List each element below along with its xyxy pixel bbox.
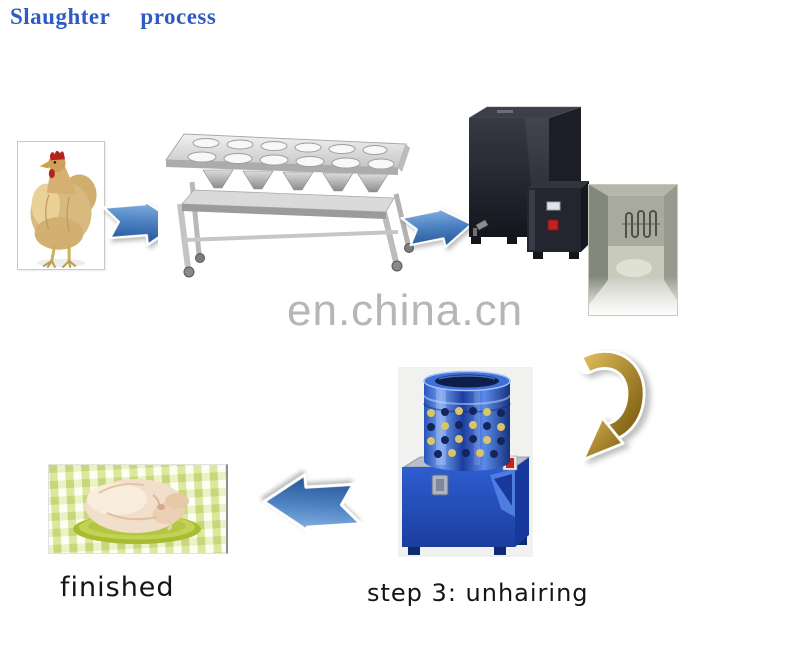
gold-curved-arrow-down-icon xyxy=(576,351,646,462)
finished-chicken-illustration xyxy=(49,465,226,553)
scalding-machine-photo xyxy=(463,104,589,264)
plucking-machine-illustration xyxy=(402,370,531,555)
page-title: Slaughter process xyxy=(10,4,217,29)
finished-caption: finished xyxy=(60,572,175,603)
bleeding-table-photo xyxy=(158,112,434,284)
scalding-tank-interior-photo xyxy=(588,184,678,316)
live-chicken-photo xyxy=(17,141,105,270)
plucking-machine-photo xyxy=(398,367,533,557)
scalding-machine-illustration xyxy=(468,106,589,259)
live-chicken-illustration xyxy=(30,150,97,268)
step3-caption: step 3: unhairing xyxy=(367,579,589,607)
watermark: en.china.cn xyxy=(287,286,524,335)
tank-interior-illustration xyxy=(588,184,678,316)
blue-arrow-left-icon xyxy=(260,469,366,538)
finished-chicken-photo xyxy=(48,464,228,554)
bleeding-table-illustration xyxy=(165,133,414,278)
